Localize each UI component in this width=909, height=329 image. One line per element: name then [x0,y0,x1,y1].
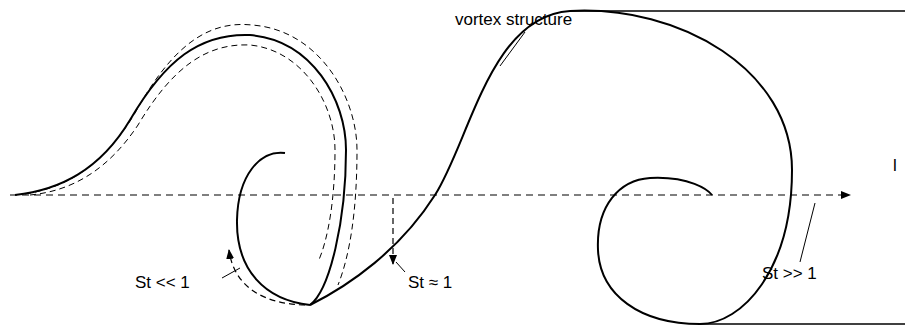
extent-line [570,10,905,12]
particle-path [30,45,335,262]
leader-line [500,32,525,66]
vortex-curve [15,35,346,305]
leader-line [800,203,815,262]
particle-path [25,24,357,285]
stokes-label: St ≈ 1 [408,273,452,293]
axis-line [10,194,850,195]
particle-path [392,198,393,264]
leader-line [396,262,405,272]
vortex-curve [310,11,792,324]
leader-line [222,268,240,278]
vortex-curve [237,153,310,305]
stokes-label: St >> 1 [762,264,817,284]
particle-path [229,250,305,305]
extent-line [700,323,905,325]
stokes-label: St << 1 [135,273,190,293]
structure-label: vortex structure [455,10,572,30]
length-label: l [893,156,897,176]
